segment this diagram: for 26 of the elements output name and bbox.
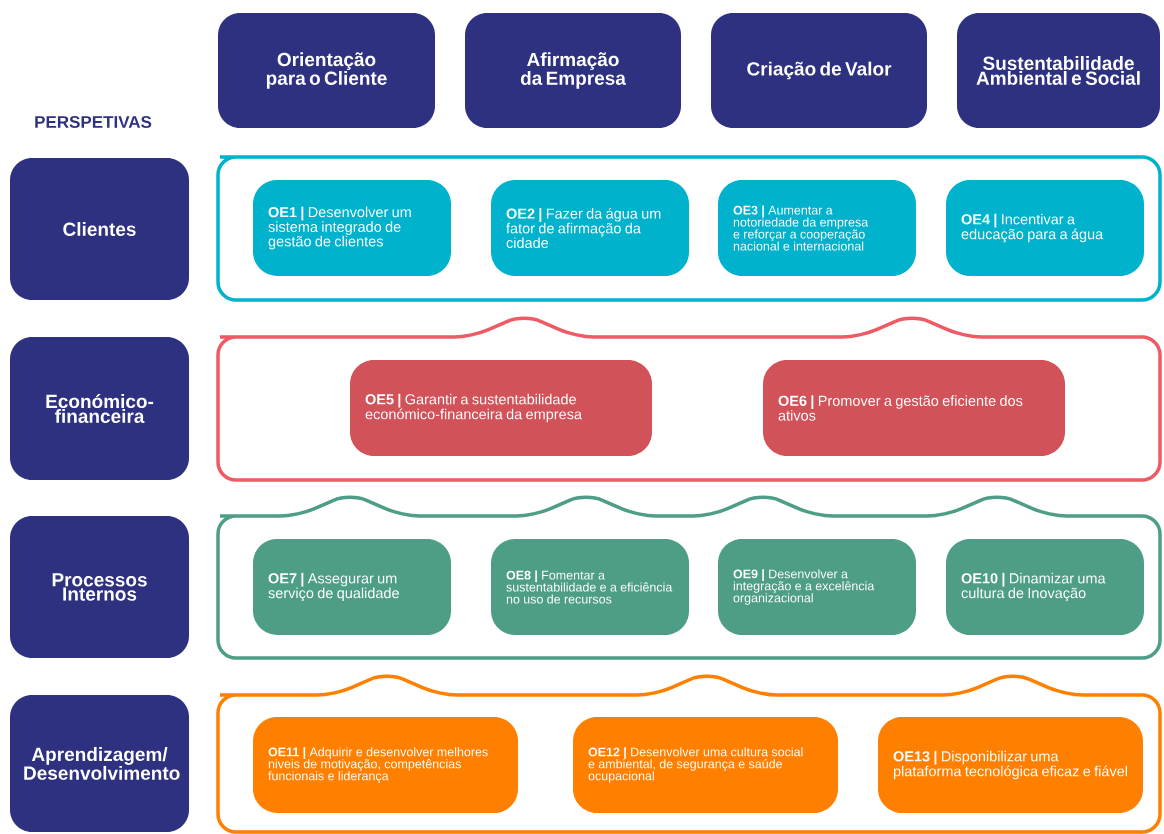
band-frame bbox=[216, 316, 1162, 482]
objective-box: OE7 | Assegurar um serviço de qualidade bbox=[253, 539, 451, 635]
objective-box: OE11 | Adquirir e desenvolver melhores niveis de motivação, competências funcionais e liderança bbox=[253, 717, 518, 813]
section-heading: PERSPETIVAS bbox=[35, 116, 152, 128]
heading-box: Criação de Valor bbox=[711, 13, 927, 128]
objective-box: OE4 | Incentivar a educação para a água bbox=[946, 180, 1144, 276]
objective-box: OE2 | Fazer da água um fator de afirmação da cidade bbox=[491, 180, 689, 276]
objective-box: OE8 | Fomentar a sustentabilidade e a eficiência no uso de recursos bbox=[491, 539, 689, 635]
objective-box: OE12 | Desenvolver uma cultura social e ambiental, de segurança e saúde ocupacional bbox=[573, 717, 838, 813]
objective-box: OE9 | Desenvolver a integração e a excelência organizacional bbox=[718, 539, 916, 635]
perspective-box: Processos Internos bbox=[10, 516, 189, 658]
objective-box: OE13 | Disponibilizar uma plataforma tecnológica eficaz e fiável bbox=[878, 717, 1143, 813]
band-frame bbox=[216, 495, 1162, 660]
objective-box: OE1 | Desenvolver um sistema integrado de gestão de clientes bbox=[253, 180, 451, 276]
heading-box: Orientação para o Cliente bbox=[218, 13, 435, 128]
perspective-box: Aprendizagem/ Desenvolvimento bbox=[10, 695, 189, 832]
objective-box: OE3 | Aumentar a notoriedade da empresa e reforçar a cooperação nacional e internacional bbox=[718, 180, 916, 276]
perspective-box: Clientes bbox=[10, 158, 189, 300]
objective-box: OE10 | Dinamizar uma cultura de Inovação bbox=[946, 539, 1144, 635]
objective-box: OE6 | Promover a gestão eficiente dos ativos bbox=[763, 360, 1065, 456]
band-frame bbox=[216, 155, 1162, 302]
heading-box: Afirmação da Empresa bbox=[465, 13, 681, 128]
heading-box: Sustentabilidade Ambiental e Social bbox=[957, 13, 1160, 128]
objective-box: OE5 | Garantir a sustentabilidade económico-financeira da empresa bbox=[350, 360, 652, 456]
perspective-box: Económico-financeira bbox=[10, 337, 189, 480]
band-frame bbox=[216, 674, 1162, 834]
